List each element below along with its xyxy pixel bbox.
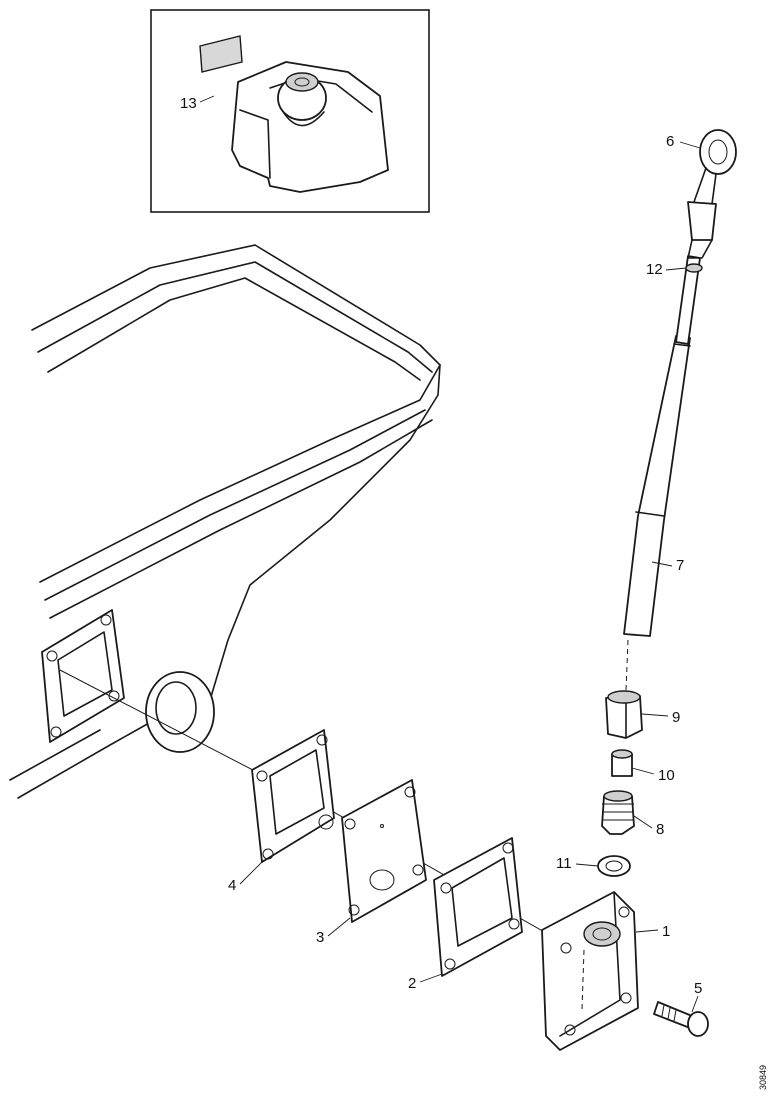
- plate-part-3: [341, 779, 427, 923]
- washer-part-11: [597, 855, 631, 877]
- adapter-fitting-part-8: [601, 790, 635, 835]
- callout-11: 11: [556, 855, 572, 872]
- sump-housing-part-13: [231, 61, 389, 193]
- callout-9: 9: [672, 709, 680, 726]
- drawing-reference-code: 30849: [758, 1065, 768, 1090]
- dipstick-axis-line: [625, 639, 629, 691]
- callout-7: 7: [676, 557, 684, 574]
- callout-13: 13: [180, 95, 197, 112]
- callout-6: 6: [666, 133, 674, 150]
- assembly-axis-line: [59, 669, 621, 976]
- sleeve-part-10: [611, 749, 633, 777]
- ring-part-12: [685, 263, 703, 273]
- label-tag-icon: [199, 35, 243, 73]
- bolt-part-5: [653, 1001, 709, 1037]
- callout-12: 12: [646, 261, 663, 278]
- gasket-part-4: [251, 729, 335, 863]
- nut-part-9: [605, 690, 643, 739]
- callout-2: 2: [408, 975, 416, 992]
- dipstick-part-6: [675, 129, 737, 345]
- cover-part-1: [541, 891, 639, 1051]
- callout-3: 3: [316, 929, 324, 946]
- inset-panel: 13: [150, 9, 430, 213]
- engine-block-outline: [9, 244, 441, 799]
- callout-10: 10: [658, 767, 675, 784]
- callout-5: 5: [694, 980, 702, 997]
- callout-1: 1: [662, 923, 670, 940]
- callout-8: 8: [656, 821, 664, 838]
- callout-4: 4: [228, 877, 236, 894]
- guide-tube-part-7: [623, 335, 691, 637]
- gasket-part-2: [433, 837, 523, 977]
